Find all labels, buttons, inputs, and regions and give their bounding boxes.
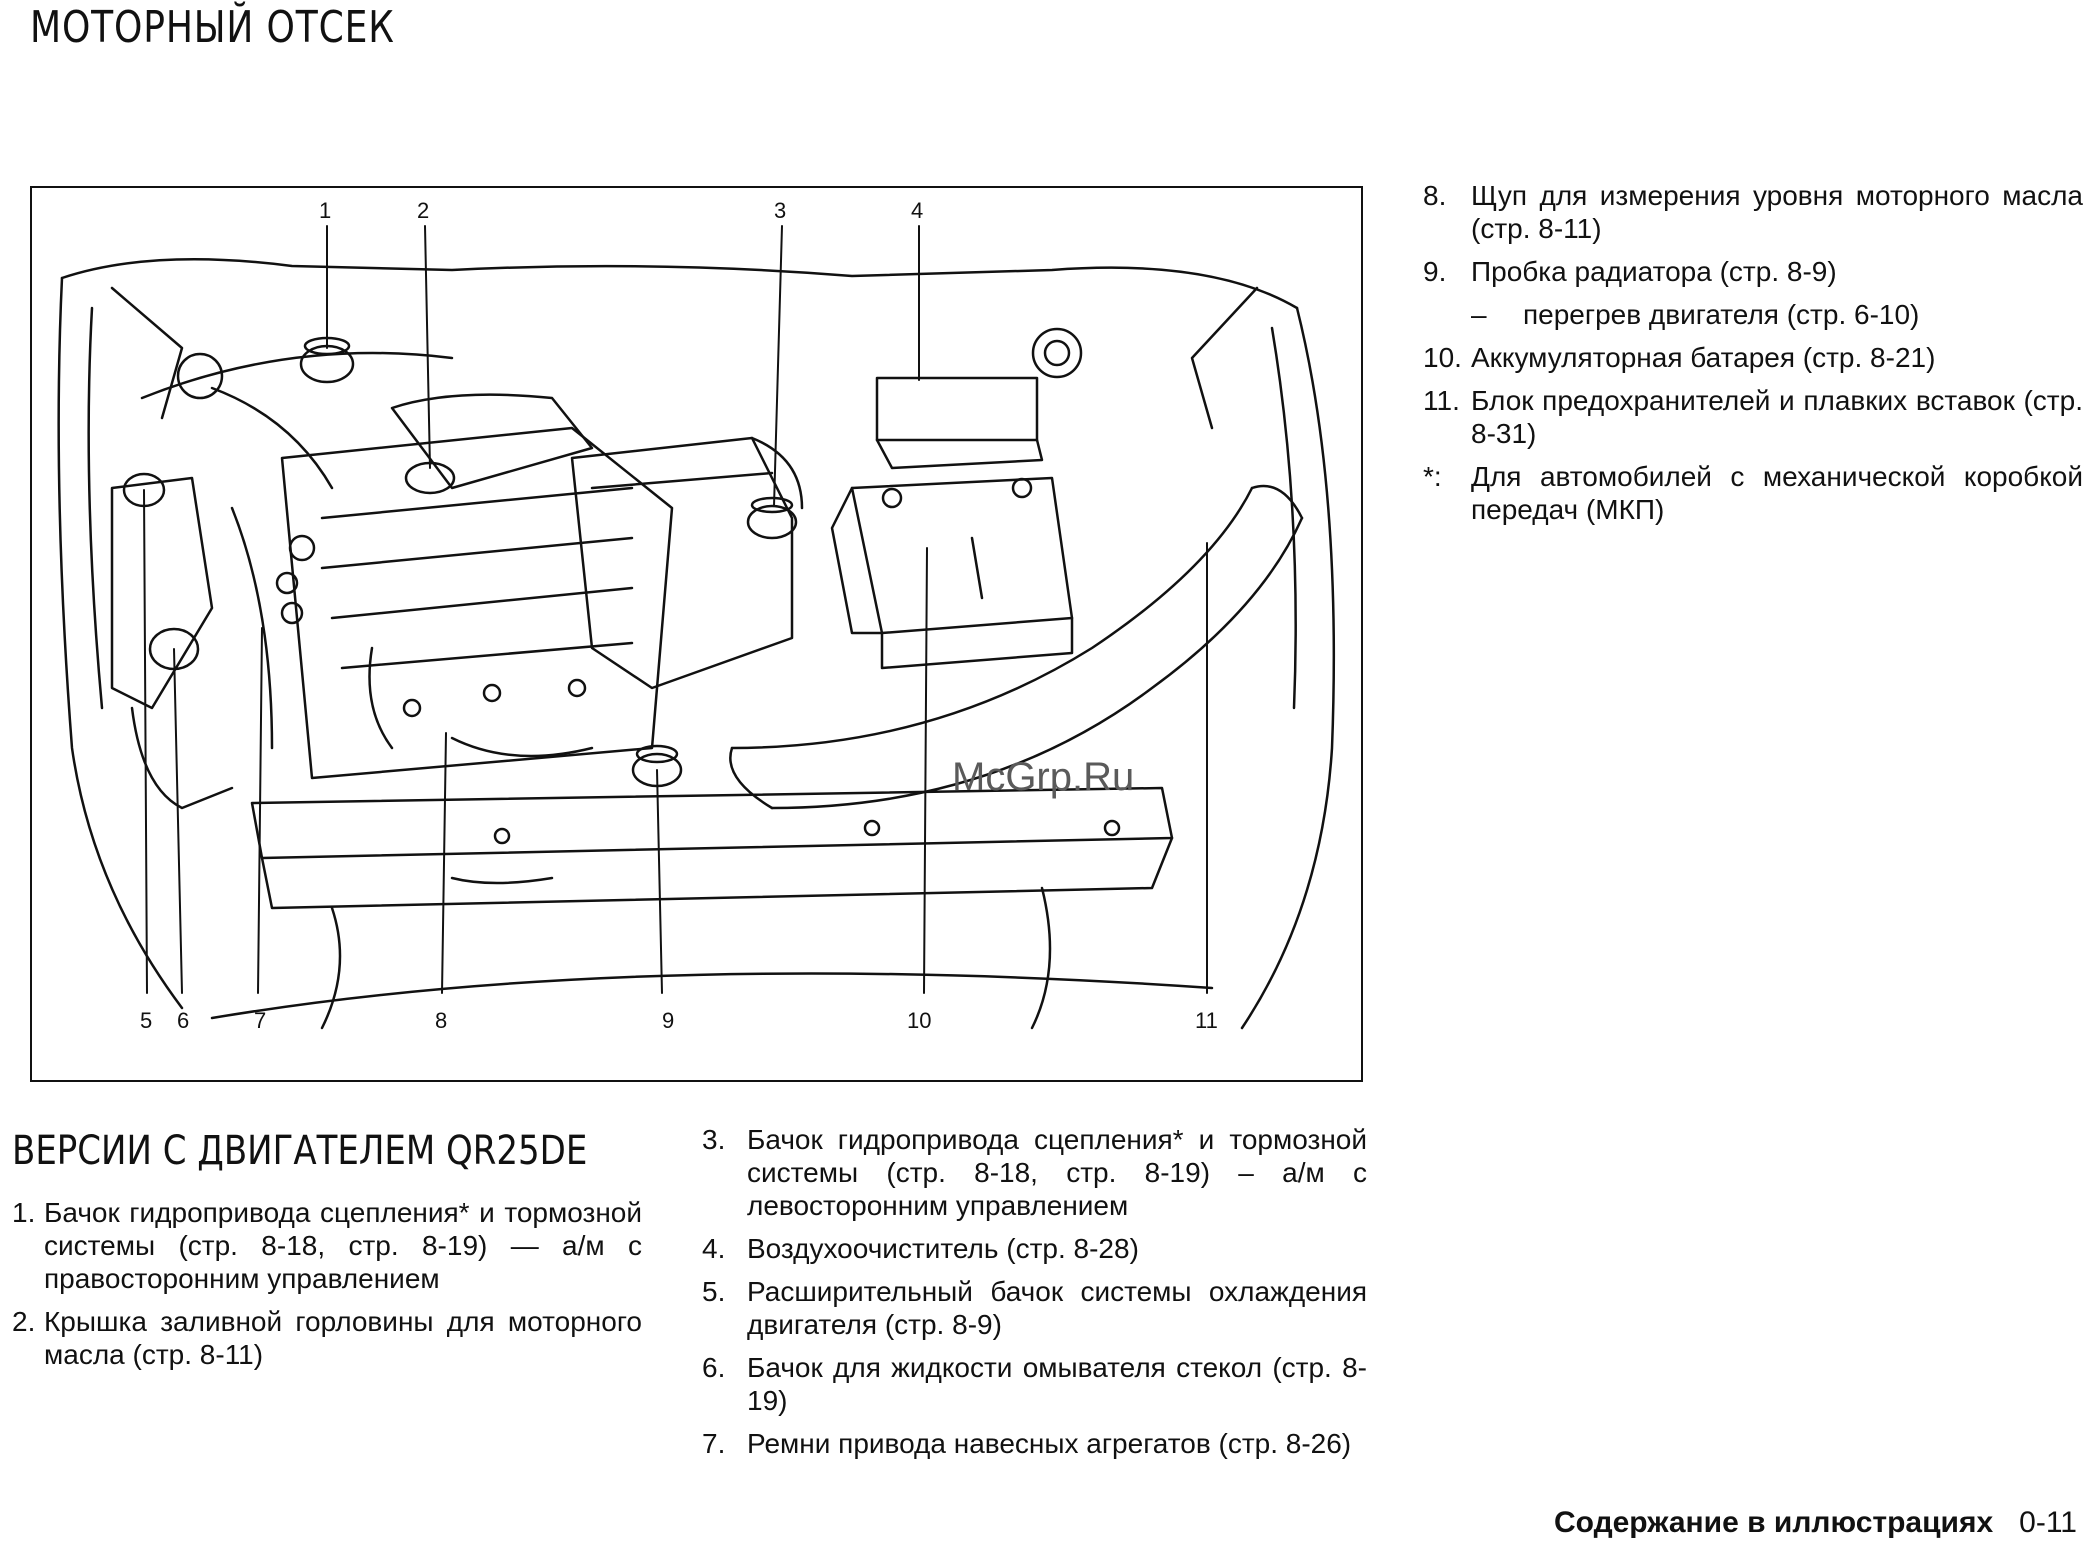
callout-7: 7 [254, 1008, 266, 1033]
callout-9: 9 [662, 1008, 674, 1033]
page-title: МОТОРНЫЙ ОТСЕК [30, 2, 395, 53]
callout-6: 6 [177, 1008, 189, 1033]
engine-compartment-illustration: 1 2 3 4 5 6 7 8 9 10 11 McGrp.Ru [30, 186, 1363, 1082]
legend-num: 4. [702, 1233, 726, 1264]
legend-item: 11. Блок предохранителей и плавких вставо… [1423, 384, 2083, 450]
legend-item: 8. Щуп для измерения уровня моторного мас… [1423, 179, 2083, 245]
intake-duct [729, 484, 1304, 810]
callout-3: 3 [774, 198, 786, 223]
legend-num: 3. [702, 1124, 726, 1155]
legend-text: перегрев двигателя (стр. 6-10) [1523, 299, 1920, 330]
legend-text: Ремни привода навесных агрегатов (стр. 8… [747, 1428, 1352, 1459]
reservoir-caps [122, 327, 1083, 788]
callout-10: 10 [907, 1008, 931, 1033]
legend-num: 1. [12, 1197, 36, 1228]
legend-item: 7. Ремни привода навесных агрегатов (стр.… [702, 1427, 1367, 1460]
legend-num: 5. [702, 1276, 726, 1307]
engine-block [275, 393, 674, 780]
footer-section-title: Содержание в иллюстрациях [1553, 1506, 1994, 1539]
legend-num: *: [1423, 461, 1442, 492]
page-number: 0-11 [2019, 1506, 2077, 1539]
legend-item: 9. Пробка радиатора (стр. 8-9) [1423, 255, 2083, 288]
legend-text: Бачок гидропривода сцепления* и тормозно… [44, 1197, 642, 1294]
legend-text: Щуп для измерения уровня моторного масла… [1471, 180, 2083, 244]
callout-4: 4 [911, 198, 923, 223]
callout-5: 5 [140, 1008, 152, 1033]
legend-text: Бачок гидропривода сцепления* и тормозно… [747, 1124, 1367, 1221]
legend-num: 8. [1423, 180, 1447, 211]
legend-text: Воздухоочиститель (стр. 8-28) [747, 1233, 1139, 1264]
air-cleaner [570, 436, 804, 690]
body-outline [57, 258, 1336, 1030]
legend-text: Для автомобилей с механической коробкой … [1471, 461, 2083, 525]
legend-num: 10. [1423, 342, 1462, 373]
callout-8: 8 [435, 1008, 447, 1033]
leader-lines [143, 225, 1208, 994]
legend-text: Аккумуляторная батарея (стр. 8-21) [1471, 342, 1936, 373]
watermark: McGrp.Ru [952, 755, 1134, 799]
legend-item: 3. Бачок гидропривода сцепления* и тормоз… [702, 1123, 1367, 1222]
legend-item: 6. Бачок для жидкости омывателя стекол (с… [702, 1351, 1367, 1417]
legend-num: 6. [702, 1352, 726, 1383]
fuse-box [875, 376, 1044, 470]
legend-list-right: 8. Щуп для измерения уровня моторного мас… [1423, 179, 2083, 536]
callout-1: 1 [319, 198, 331, 223]
legend-text: Расширительный бачок системы охлаждения … [747, 1276, 1367, 1340]
legend-item: 2. Крышка заливной горловины для моторног… [12, 1305, 642, 1371]
legend-item: 4. Воздухоочиститель (стр. 8-28) [702, 1232, 1367, 1265]
legend-item: 5. Расширительный бачок системы охлаждени… [702, 1275, 1367, 1341]
legend-list-middle: 3. Бачок гидропривода сцепления* и тормоз… [702, 1123, 1367, 1470]
legend-item: 1. Бачок гидропривода сцепления* и тормоз… [12, 1196, 642, 1295]
battery [830, 476, 1074, 670]
legend-num: 9. [1423, 256, 1447, 287]
callout-11: 11 [1195, 1008, 1218, 1033]
page-footer: Содержание в иллюстрациях 0-11 [1554, 1506, 2077, 1540]
front-cross-member [210, 786, 1214, 1030]
legend-num: 2. [12, 1306, 36, 1337]
callout-2: 2 [417, 198, 429, 223]
legend-text: Пробка радиатора (стр. 8-9) [1471, 256, 1837, 287]
legend-text: Блок предохранителей и плавких вставок (… [1471, 385, 2083, 449]
legend-text: Бачок для жидкости омывателя стекол (стр… [747, 1352, 1367, 1416]
legend-num: 11. [1423, 385, 1460, 416]
legend-dash: – [1471, 299, 1487, 330]
legend-subitem: – перегрев двигателя (стр. 6-10) [1423, 298, 2083, 331]
section-title: ВЕРСИИ С ДВИГАТЕЛЕМ QR25DE [12, 1128, 588, 1174]
legend-list-left: 1. Бачок гидропривода сцепления* и тормоз… [12, 1196, 642, 1381]
legend-item: 10. Аккумуляторная батарея (стр. 8-21) [1423, 341, 2083, 374]
legend-item: *: Для автомобилей с механической коробко… [1423, 460, 2083, 526]
legend-text: Крышка заливной горловины для моторного … [44, 1306, 642, 1370]
legend-num: 7. [702, 1428, 726, 1459]
washer-tank [110, 386, 554, 885]
